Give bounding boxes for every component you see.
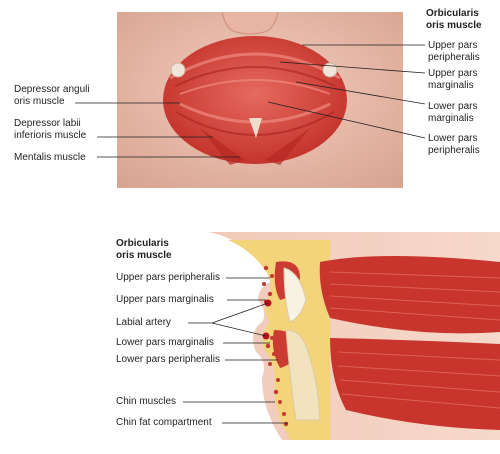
bottom-label-lower-pars-marginalis: Lower pars marginalis [116, 337, 214, 348]
top-label-lower-pars-peripheralis: Lower pars peripheralis [428, 133, 480, 156]
top-label-upper-pars-peripheralis: Upper pars peripheralis [428, 40, 480, 63]
bottom-label-upper-pars-peripheralis: Upper pars peripheralis [116, 272, 220, 283]
top-label-depressor-labii-inferioris: Depressor labii inferioris muscle [14, 118, 87, 141]
top-label-upper-pars-marginalis: Upper pars marginalis [428, 68, 478, 91]
top-leader-lines [75, 44, 426, 158]
bottom-label-chin-fat-compartment: Chin fat compartment [116, 417, 212, 428]
orbicularis-oris-ring [163, 36, 347, 164]
bottom-label-labial-artery: Labial artery [116, 317, 172, 328]
top-label-lower-pars-marginalis: Lower pars marginalis [428, 101, 478, 124]
bottom-label-lower-pars-peripheralis: Lower pars peripheralis [116, 354, 220, 365]
lip-section-illustration [208, 232, 500, 440]
bottom-label-upper-pars-marginalis: Upper pars marginalis [116, 294, 214, 305]
top-heading-orbicularis-oris: Orbicularis oris muscle [426, 8, 482, 31]
bottom-heading-orbicularis-oris: Orbicularis oris muscle [116, 238, 172, 261]
bottom-label-chin-muscles: Chin muscles [116, 396, 177, 407]
bottom-leader-lines [183, 277, 288, 424]
face-illustration [117, 11, 403, 188]
top-label-depressor-anguli-oris: Depressor anguli oris muscle [14, 84, 90, 107]
top-label-mentalis: Mentalis muscle [14, 152, 86, 163]
